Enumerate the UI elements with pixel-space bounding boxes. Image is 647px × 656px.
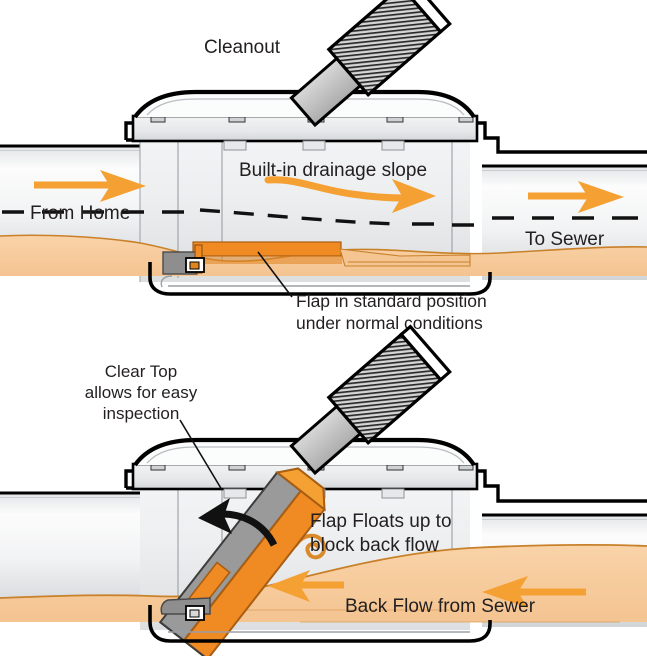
cleanout-plug: [289, 0, 452, 128]
label-cleanout: Cleanout: [204, 37, 281, 58]
centerline-dashes: [2, 208, 638, 227]
label-drainage-slope: Built-in drainage slope: [239, 160, 427, 181]
caption-flap-standard-line1: Flap in standard position: [296, 291, 487, 311]
flap-hinge-backflow: [160, 597, 211, 621]
label-clear-top-line1: Clear Top: [105, 362, 177, 381]
panel-normal-flow: Cleanout Built-in drainage slope From Ho…: [0, 0, 647, 333]
backflow-arrow-main: [482, 576, 586, 608]
label-flap-floats-line1: Flap Floats up to: [310, 511, 452, 532]
clear-top-leader: [179, 419, 223, 491]
panel-backflow: Clear Top allows for easy inspection Fla…: [0, 324, 647, 656]
flap-hinge-pin: [185, 257, 205, 273]
label-flap-floats-line2: block back flow: [310, 535, 439, 556]
flange-tabs: [223, 140, 405, 151]
label-to-sewer: To Sewer: [525, 229, 605, 250]
flow-arrow-from-home: [34, 170, 146, 202]
flow-arrow-slope: [264, 176, 436, 213]
cleanout-plug-backflow: [289, 324, 452, 476]
label-from-home: From Home: [30, 203, 130, 224]
flap-standard-position: [162, 241, 471, 275]
backflow-arrow-inner: [268, 570, 344, 602]
valve-bottom-shell-backflow: [148, 605, 492, 643]
caption-flap-standard-line2: under normal conditions: [296, 313, 483, 333]
flap-caption-leader: [257, 251, 293, 298]
flange-band: [131, 114, 479, 151]
backflow-swirl: [294, 533, 327, 560]
flow-arrow-to-sewer: [528, 181, 624, 213]
label-clear-top-line2: allows for easy: [85, 383, 198, 402]
valve-bottom-shell: [148, 262, 492, 296]
flap-rotation-arrow: [198, 498, 278, 547]
label-back-flow-from-sewer: Back Flow from Sewer: [345, 596, 536, 617]
label-clear-top-line3: inspection: [103, 404, 180, 423]
